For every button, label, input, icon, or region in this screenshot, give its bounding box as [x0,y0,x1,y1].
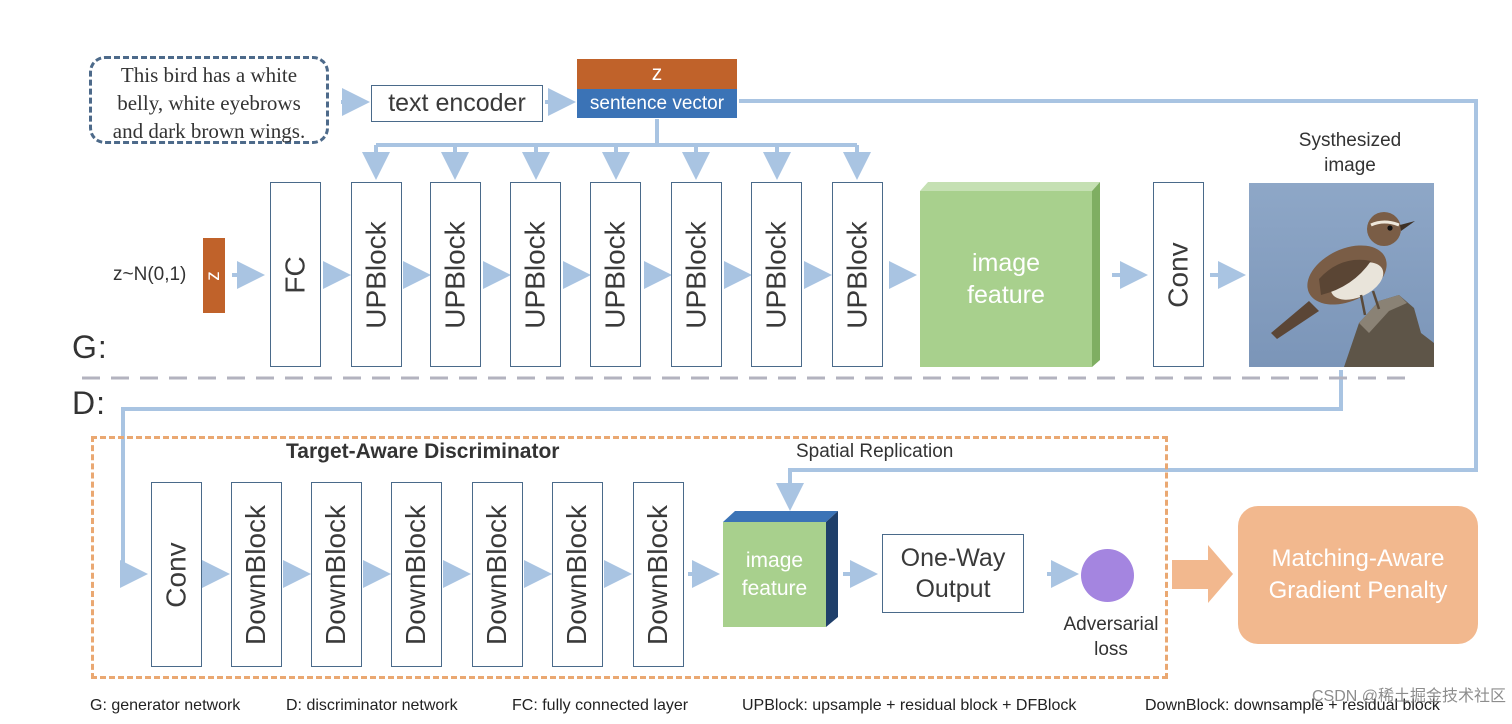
legend-fc: FC: fully connected layer [512,697,689,714]
upblock-label: UPBlock [439,220,471,329]
loss-line-1: Adversarial [1063,614,1159,635]
prompt-line-2: belly, white eyebrows [117,91,301,115]
noise-z-bar: z [203,238,225,313]
discriminator-conv-block: Conv [151,482,202,667]
generator-section-label: G: [72,329,108,365]
conv-label: Conv [1162,241,1194,308]
upblock-label: UPBlock [841,220,873,329]
feature-line-1: image [971,249,1041,277]
legend-downblock: DownBlock: downsample + residual block [1145,697,1440,714]
downblock-label: DownBlock [240,504,272,645]
downblock-label: DownBlock [400,504,432,645]
conv-label: Conv [160,541,192,608]
disc-feature-line-1: image [745,548,804,572]
legend-upblock: UPBlock: upsample + residual block + DFB… [742,697,1077,714]
upblock-label: UPBlock [519,220,551,329]
legend-generator: G: generator network [90,697,241,714]
discriminator-frame [91,436,1168,679]
feature-line-2: feature [967,281,1045,309]
noise-distribution-label: z~N(0,1) [113,264,187,285]
loss-line-2: loss [1094,639,1128,660]
adversarial-loss-dot [1081,549,1134,602]
fc-block: FC [270,182,321,367]
matching-aware-gradient-penalty-box: Matching-Aware Gradient Penalty [1238,506,1478,644]
upblock-label: UPBlock [599,220,631,329]
upblock-label: UPBlock [680,220,712,329]
upblock-4: UPBlock [590,182,641,367]
downblock-label: DownBlock [320,504,352,645]
synth-title-line-2: image [1324,155,1376,176]
synthesized-bird-image [1249,183,1434,367]
downblock-5: DownBlock [552,482,603,667]
feature-cube-side [1092,182,1100,367]
penalty-line-2: Gradient Penalty [1268,577,1448,604]
generator-conv-block: Conv [1153,182,1204,367]
prompt-line-1: This bird has a white [120,63,298,87]
one-way-line-1: One-Way [900,543,1006,572]
downblock-label: DownBlock [561,504,593,645]
one-way-output-box: One-Way Output [882,534,1024,613]
downblock-label: DownBlock [642,504,674,645]
one-way-line-2: Output [915,574,991,603]
synthesized-image-title: Systhesized image [1262,128,1438,178]
text-encoder-box: text encoder [371,85,543,122]
upblock-label: UPBlock [760,220,792,329]
generator-image-feature: image feature [920,191,1092,367]
disc-feature-line-2: feature [741,576,808,600]
downblock-4: DownBlock [472,482,523,667]
disc-feature-side [826,511,838,627]
legend-discriminator: D: discriminator network [286,697,458,714]
feature-cube-top [920,182,1100,191]
upblock-3: UPBlock [510,182,561,367]
disc-feature-top [723,511,838,522]
upblock-7: UPBlock [832,182,883,367]
discriminator-section-label: D: [72,385,106,421]
watermark: CSDN @稀土掘金技术社区 [1312,688,1507,705]
penalty-line-1: Matching-Aware [1271,545,1445,572]
upblock-1: UPBlock [351,182,402,367]
upblock-5: UPBlock [671,182,722,367]
spatial-replication-label: Spatial Replication [796,441,954,462]
penalty-arrow [1172,545,1233,603]
text-encoder-label: text encoder [388,89,526,117]
noise-z-label: z [203,270,224,281]
fc-label: FC [279,255,311,294]
text-prompt-box: This bird has a white belly, white eyebr… [89,56,329,144]
sentence-vector-bar: sentence vector [577,89,737,118]
condition-z-bar: z [577,59,737,89]
downblock-2: DownBlock [311,482,362,667]
synth-title-line-1: Systhesized [1298,130,1402,151]
downblock-6: DownBlock [633,482,684,667]
upblock-6: UPBlock [751,182,802,367]
discriminator-image-feature: image feature [723,522,826,627]
downblock-label: DownBlock [481,504,513,645]
downblock-1: DownBlock [231,482,282,667]
downblock-3: DownBlock [391,482,442,667]
condition-z-label: z [651,62,663,85]
discriminator-title: Target-Aware Discriminator [286,440,560,463]
upblock-2: UPBlock [430,182,481,367]
sentence-vector-label: sentence vector [589,92,725,114]
adversarial-loss-label: Adversarial loss [1050,612,1172,662]
upblock-label: UPBlock [360,220,392,329]
prompt-line-3: and dark brown wings. [112,119,306,143]
